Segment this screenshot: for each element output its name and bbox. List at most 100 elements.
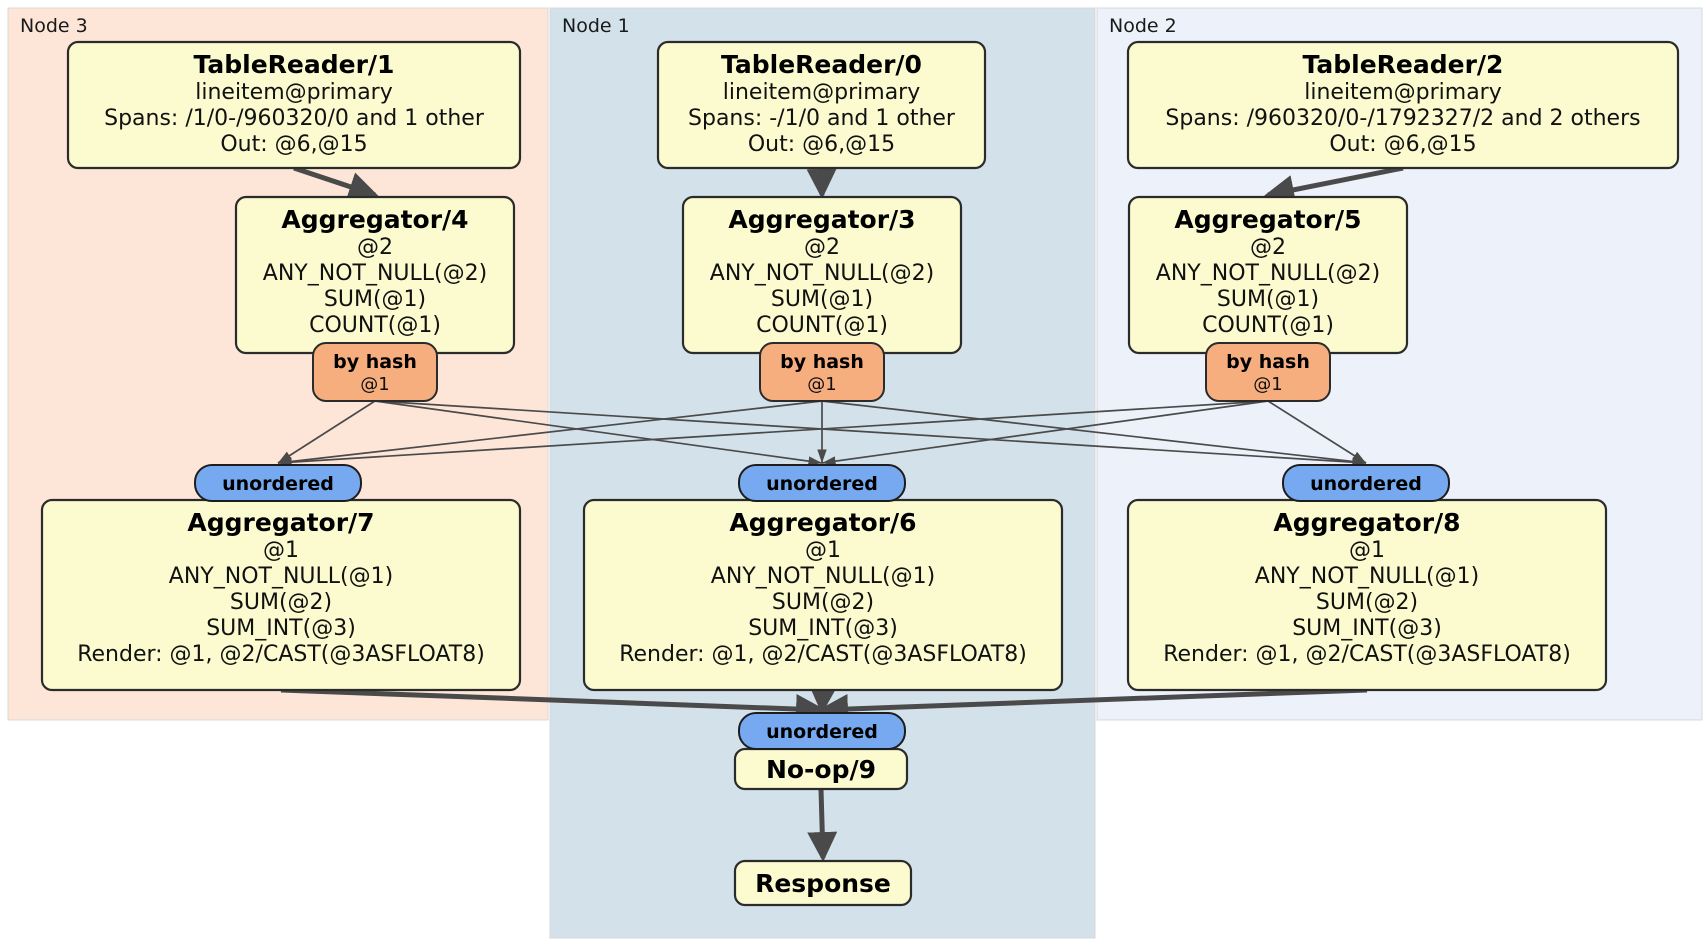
processor-detail-line: lineitem@primary [195,80,393,105]
hash-badge-box[interactable] [1205,342,1331,402]
processor-title: Aggregator/8 [1273,508,1460,537]
unordered-badge-box[interactable] [738,712,906,750]
hash-badge-label: by hash [1226,351,1310,373]
unordered-badge-label: unordered [1310,473,1422,495]
panel-label: Node 3 [20,15,88,37]
processor-detail-line: Out: @6,@15 [1329,132,1476,157]
processor-title: Response [755,869,891,898]
processor-detail-line: SUM(@1) [324,287,426,312]
hash-badge-hash-node3[interactable]: by hash@1 [312,342,438,402]
processor-title: TableReader/2 [1303,50,1504,79]
unordered-badge-unordered-node3[interactable]: unordered [194,464,362,502]
plan-edge [293,165,379,202]
plan-edge [280,687,826,725]
processor-detail-line: lineitem@primary [723,80,921,105]
panel-label: Node 2 [1109,15,1177,37]
processor-detail-line: SUM_INT(@3) [206,616,356,641]
processor-detail-line: SUM(@1) [1217,287,1319,312]
processor-title: Aggregator/6 [729,508,916,537]
processor-aggregator5[interactable]: Aggregator/5@2ANY_NOT_NULL(@2)SUM(@1)COU… [1127,195,1409,355]
processor-detail-line: SUM(@2) [1316,590,1418,615]
plan-edge [821,400,1269,466]
processor-title: Aggregator/3 [728,205,915,234]
unordered-badge-box[interactable] [738,464,906,502]
processor-detail-line: SUM_INT(@3) [1292,616,1442,641]
plan-edge [806,167,837,199]
plan-edge [1267,400,1367,464]
processor-detail-line: SUM(@2) [772,590,874,615]
unordered-badge-unordered-node2[interactable]: unordered [1282,464,1450,502]
hash-badge-label: by hash [333,351,417,373]
unordered-badge-box[interactable] [1282,464,1450,502]
edges-layer [277,165,1404,862]
processor-detail-line: @1 [1349,538,1385,563]
processor-detail-line: Spans: /960320/0-/1792327/2 and 2 others [1165,106,1640,131]
hash-badge-hash-node1[interactable]: by hash@1 [759,342,885,402]
processor-title: Aggregator/4 [281,205,468,234]
panel-label: Node 1 [562,15,630,37]
processor-detail-line: Render: @1, @2/CAST(@3ASFLOAT8) [1163,642,1571,667]
processor-detail-line: Render: @1, @2/CAST(@3ASFLOAT8) [619,642,1027,667]
plan-edge [374,400,823,466]
processor-detail-line: COUNT(@1) [1202,313,1334,338]
processor-title: No-op/9 [766,755,876,784]
processor-detail-line: ANY_NOT_NULL(@2) [1156,261,1380,286]
processor-detail-line: SUM(@1) [771,287,873,312]
plan-edge [818,687,1368,725]
hash-badge-box[interactable] [312,342,438,402]
processor-detail-line: SUM(@2) [230,590,332,615]
processor-box[interactable] [66,40,522,170]
processor-detail-line: Out: @6,@15 [220,132,367,157]
plan-edge [277,400,1269,467]
hash-badge-sublabel: @1 [1253,374,1282,395]
processor-detail-line: COUNT(@1) [309,313,441,338]
unordered-badge-label: unordered [222,473,334,495]
processor-aggregator4[interactable]: Aggregator/4@2ANY_NOT_NULL(@2)SUM(@1)COU… [234,195,516,355]
processor-box[interactable] [1126,40,1680,170]
processor-box[interactable] [733,859,913,907]
plan-edge [808,683,839,714]
plan-edge [277,400,376,464]
processor-detail-line: lineitem@primary [1304,80,1502,105]
unordered-badge-unordered-final[interactable]: unordered [738,712,906,750]
processor-noop9[interactable]: No-op/9 [733,747,909,791]
processor-detail-line: ANY_NOT_NULL(@2) [710,261,934,286]
hash-badge-sublabel: @1 [807,374,836,395]
processor-title: Aggregator/5 [1174,205,1361,234]
processor-aggregator7[interactable]: Aggregator/7@1ANY_NOT_NULL(@1)SUM(@2)SUM… [40,498,522,692]
plan-edge [821,400,1367,467]
plan-edge [277,400,823,467]
processor-title: TableReader/1 [194,50,395,79]
processor-aggregator8[interactable]: Aggregator/8@1ANY_NOT_NULL(@1)SUM(@2)SUM… [1126,498,1608,692]
unordered-badge-unordered-node1[interactable]: unordered [738,464,906,502]
processor-response[interactable]: Response [733,859,913,907]
plan-edge [1264,165,1404,205]
plan-edge [374,400,1367,467]
hash-badge-box[interactable] [759,342,885,402]
hash-badge-hash-node2[interactable]: by hash@1 [1205,342,1331,402]
processor-detail-line: ANY_NOT_NULL(@1) [1255,564,1479,589]
processor-detail-line: Spans: -/1/0 and 1 other [688,106,956,131]
processor-detail-line: ANY_NOT_NULL(@1) [169,564,393,589]
processor-detail-line: SUM_INT(@3) [748,616,898,641]
processor-title: Aggregator/7 [187,508,374,537]
processor-detail-line: @1 [805,538,841,563]
processor-aggregator3[interactable]: Aggregator/3@2ANY_NOT_NULL(@2)SUM(@1)COU… [681,195,963,355]
processor-detail-line: Spans: /1/0-/960320/0 and 1 other [104,106,485,131]
processor-box[interactable] [656,40,987,170]
plan-edge [807,788,838,862]
hash-badge-label: by hash [780,351,864,373]
unordered-badge-label: unordered [766,473,878,495]
processor-detail-line: ANY_NOT_NULL(@2) [263,261,487,286]
processor-detail-line: Out: @6,@15 [748,132,895,157]
unordered-badge-box[interactable] [194,464,362,502]
processor-detail-line: Render: @1, @2/CAST(@3ASFLOAT8) [77,642,485,667]
processor-detail-line: @2 [357,235,393,260]
processor-aggregator6[interactable]: Aggregator/6@1ANY_NOT_NULL(@1)SUM(@2)SUM… [582,498,1064,692]
